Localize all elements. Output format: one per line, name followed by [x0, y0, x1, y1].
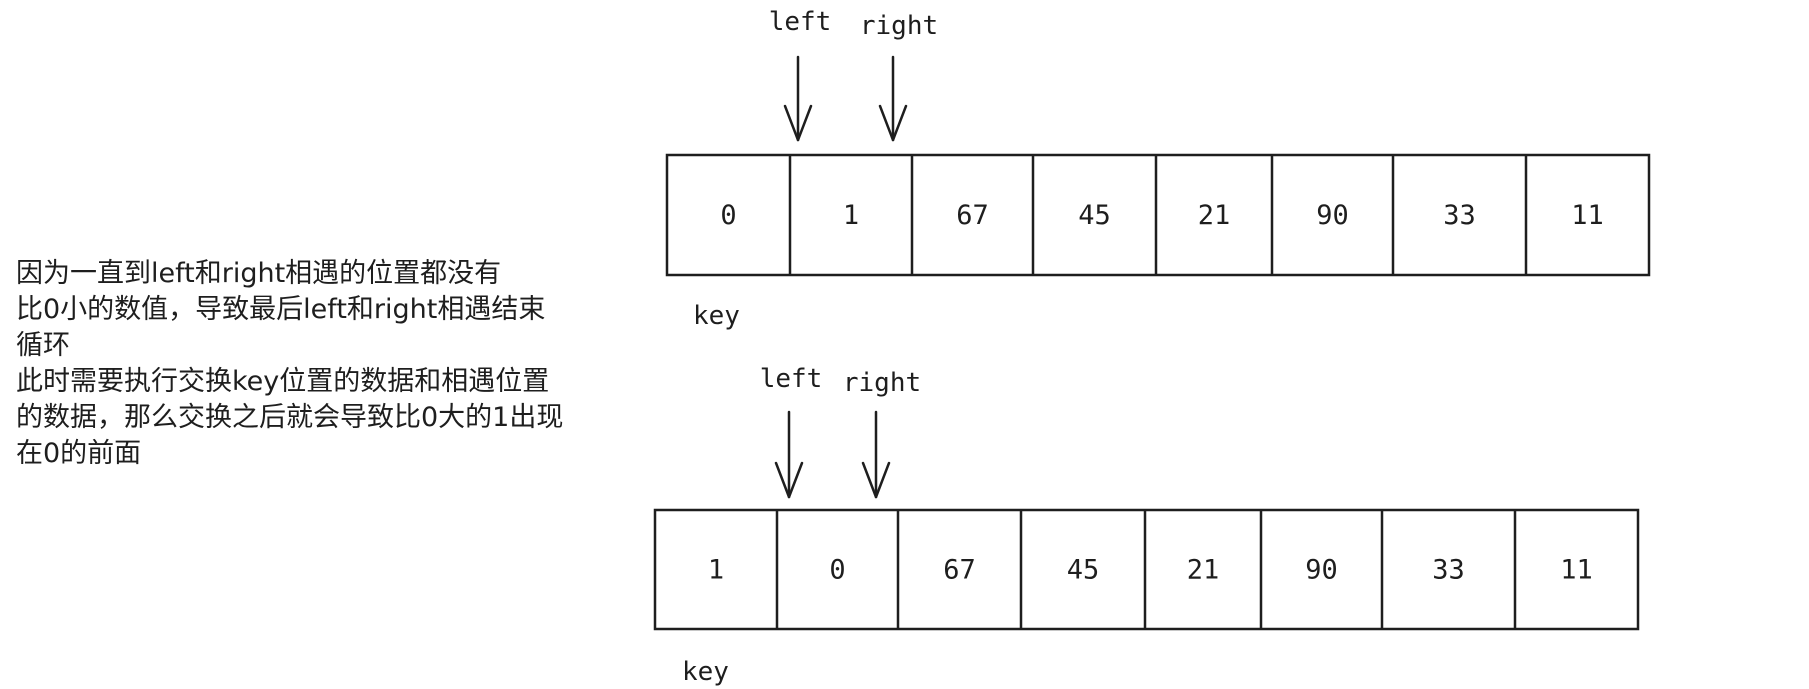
- array-cell-value: 21: [1198, 200, 1231, 231]
- array-cell-value: 45: [1078, 200, 1111, 231]
- right-pointer-arrowhead: [861, 461, 891, 499]
- key-label: key: [682, 657, 729, 687]
- array-cell-value: 11: [1571, 200, 1604, 231]
- array-cell-value: 45: [1067, 555, 1100, 586]
- explanation-line: 的数据，那么交换之后就会导致比0大的1出现: [16, 402, 564, 433]
- left-pointer-arrowhead: [783, 104, 813, 142]
- left-pointer-arrowhead: [774, 461, 804, 499]
- array-cell-value: 90: [1316, 200, 1349, 231]
- array-cell-value: 1: [708, 555, 724, 586]
- explanation-text: 因为一直到left和right相遇的位置都没有 比0小的数值，导致最后left和…: [16, 256, 656, 472]
- explanation-line: 因为一直到left和right相遇的位置都没有: [16, 258, 502, 289]
- explanation-line: 在0的前面: [16, 438, 142, 469]
- array-cell-value: 0: [720, 200, 736, 231]
- key-label: key: [693, 301, 740, 331]
- array-cell-value: 33: [1443, 200, 1476, 231]
- right-pointer-label: right: [860, 11, 938, 41]
- left-pointer-label: left: [760, 364, 823, 394]
- right-pointer-label: right: [843, 368, 921, 398]
- array-cell-value: 21: [1187, 555, 1220, 586]
- array-cell-value: 90: [1305, 555, 1338, 586]
- array-cell-value: 0: [829, 555, 845, 586]
- after-swap-array: 1 0 67 45 21 90 33 11 left right key: [653, 364, 1640, 687]
- array-cell-value: 67: [956, 200, 989, 231]
- explanation-line: 此时需要执行交换key位置的数据和相遇位置: [16, 366, 550, 397]
- explanation-line: 比0小的数值，导致最后left和right相遇结束: [16, 294, 546, 325]
- array-cell-value: 11: [1560, 555, 1593, 586]
- left-pointer-label: left: [769, 7, 832, 37]
- explanation-line: 循环: [16, 330, 70, 361]
- array-cell-value: 67: [943, 555, 976, 586]
- array-cell-value: 1: [843, 200, 859, 231]
- before-swap-array: 0 1 67 45 21 90 33 11 left right key: [665, 7, 1651, 331]
- right-pointer-arrowhead: [878, 104, 908, 142]
- array-cell-value: 33: [1432, 555, 1465, 586]
- array-outline: [653, 508, 1640, 631]
- array-outline: [665, 153, 1651, 277]
